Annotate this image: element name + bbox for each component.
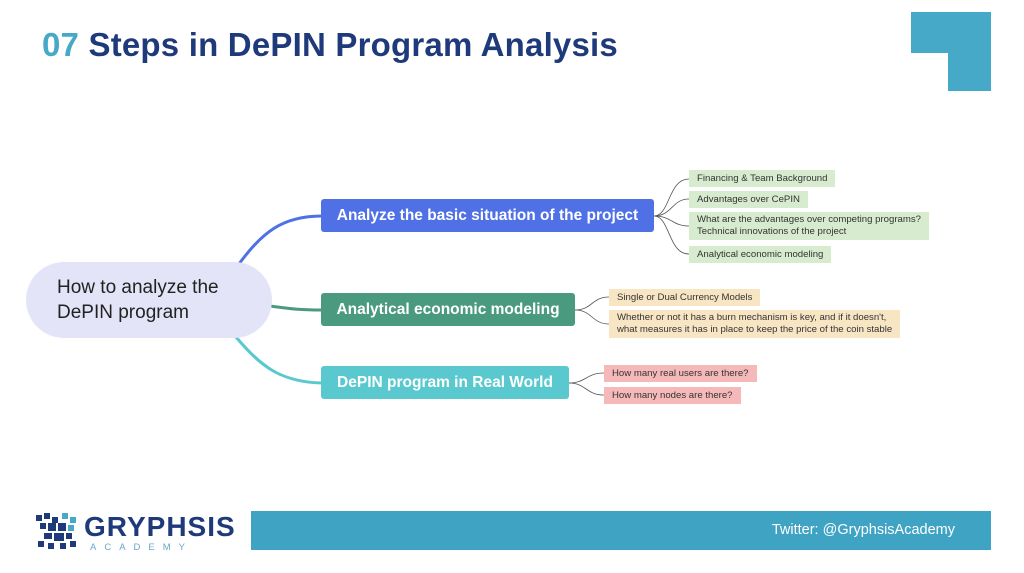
leaf-text: Financing & Team Background: [697, 173, 828, 184]
corner-decoration: [911, 12, 991, 91]
leaf-text-line1: Whether or not it has a burn mechanism i…: [617, 311, 887, 323]
leaf-text: Single or Dual Currency Models: [617, 292, 753, 303]
branch-economic-modeling: Analytical economic modeling: [321, 293, 575, 326]
leaf-text: How many nodes are there?: [612, 390, 733, 401]
brand-subtitle: ACADEMY: [90, 542, 193, 553]
footer-bar: Twitter: @GryphsisAcademy: [251, 511, 991, 550]
leaf-real-users: How many real users are there?: [604, 365, 757, 382]
connector-b1-leaf4: [653, 215, 690, 255]
leaf-text: How many real users are there?: [612, 368, 749, 379]
leaf-burn-mechanism: Whether or not it has a burn mechanism i…: [609, 310, 901, 338]
leaf-currency-models: Single or Dual Currency Models: [609, 289, 761, 306]
branch-real-world: DePIN program in Real World: [321, 366, 569, 399]
root-label-line1: How to analyze the: [57, 277, 219, 298]
connector-b1-leaf2: [653, 198, 690, 217]
gryphon-logo-icon: [36, 513, 76, 549]
leaf-text-line2: Technical innovations of the project: [697, 226, 847, 237]
connector-b3-leaf1: [568, 372, 605, 384]
connector-b1-leaf1: [653, 178, 690, 217]
leaf-advantages-cepin: Advantages over CePIN: [689, 191, 808, 208]
twitter-handle: Twitter: @GryphsisAcademy: [771, 522, 955, 538]
title-number: 07: [42, 26, 80, 63]
page-title: 07 Steps in DePIN Program Analysis: [42, 26, 618, 64]
brand-name: GRYPHSIS: [84, 511, 236, 542]
connector-b2-leaf1: [574, 296, 610, 311]
connector-root-branch2: [269, 304, 323, 312]
connector-b1-leaf3: [653, 215, 690, 227]
root-label-line2: DePIN program: [57, 302, 189, 323]
leaf-text: Advantages over CePIN: [697, 194, 800, 205]
connector-b2-leaf2: [574, 309, 610, 325]
leaf-competing-programs: What are the advantages over competing p…: [689, 212, 929, 240]
connector-b3-leaf2: [568, 382, 605, 396]
branch-basic-situation: Analyze the basic situation of the proje…: [321, 199, 654, 232]
connector-root-branch1: [234, 214, 323, 269]
leaf-text-line2: what measures it has in place to keep th…: [617, 324, 893, 335]
leaf-nodes-count: How many nodes are there?: [604, 387, 741, 404]
leaf-text-line1: What are the advantages over competing p…: [697, 213, 921, 225]
connector-root-branch3: [234, 336, 323, 385]
root-node: How to analyze the DePIN program: [26, 262, 272, 338]
title-text: Steps in DePIN Program Analysis: [88, 26, 618, 63]
leaf-financing-team: Financing & Team Background: [689, 170, 836, 187]
leaf-economic-modeling: Analytical economic modeling: [689, 246, 832, 263]
leaf-text: Analytical economic modeling: [697, 249, 824, 260]
